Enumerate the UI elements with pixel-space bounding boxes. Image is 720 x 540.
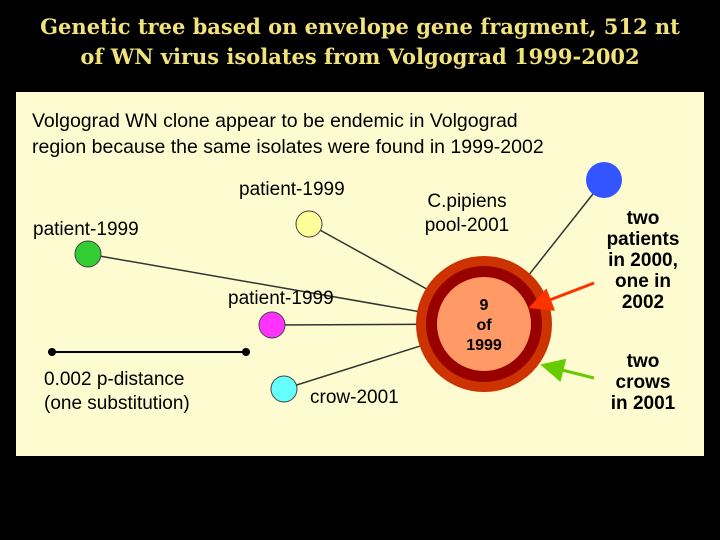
center-node-label-line-2: of — [476, 317, 492, 334]
node-magenta — [258, 311, 286, 339]
node-cyan — [270, 375, 298, 403]
note-crows-line-1: two — [626, 351, 660, 372]
note-patients-line-4: one in — [615, 271, 671, 292]
title-line-1: Genetic tree based on envelope gene frag… — [40, 14, 680, 39]
node-yellow — [295, 210, 323, 238]
scale-bar-end-right — [242, 348, 250, 356]
scale-bar-label: 0.002 p-distance (one substitution) — [44, 368, 190, 416]
note-patients-line-2: patients — [606, 229, 680, 250]
content-panel: Volgograd WN clone appear to be endemic … — [16, 92, 704, 456]
title-line-2: of WN virus isolates from Volgograd 1999… — [80, 44, 640, 69]
center-node-label-line-1: 9 — [479, 297, 489, 314]
note-patients-line-1: two — [626, 208, 660, 229]
intro-line-1: Volgograd WN clone appear to be endemic … — [32, 110, 518, 132]
arrow-green — [540, 358, 595, 383]
slide-title: Genetic tree based on envelope gene frag… — [0, 12, 720, 72]
node-green — [74, 240, 102, 268]
scale-bar-label-line-2: (one substitution) — [44, 393, 190, 414]
note-crows-line-2: crows — [615, 372, 671, 393]
center-node-label: 9 of 1999 — [444, 296, 524, 356]
scale-bar-end-left — [48, 348, 56, 356]
note-patients: two patients in 2000, one in 2002 — [588, 208, 698, 313]
note-patients-line-3: in 2000, — [608, 250, 678, 271]
note-crows: two crows in 2001 — [588, 351, 698, 414]
arrow-red — [528, 281, 595, 311]
node-blue — [586, 162, 622, 198]
label-patient-top: patient-1999 — [239, 179, 345, 200]
label-pipiens-line-2: pool-2001 — [424, 215, 510, 236]
intro-line-2: region because the same isolates were fo… — [32, 136, 544, 158]
center-node-label-line-3: 1999 — [466, 337, 502, 354]
note-crows-line-3: in 2001 — [610, 393, 676, 414]
label-pipiens-line-1: C.pipiens — [427, 191, 507, 212]
intro-text: Volgograd WN clone appear to be endemic … — [32, 108, 544, 160]
label-patient-mid: patient-1999 — [228, 288, 334, 309]
label-crow: crow-2001 — [310, 387, 399, 408]
center-node-core — [437, 277, 531, 371]
label-patient-left: patient-1999 — [33, 219, 139, 240]
label-pipiens: C.pipiens pool-2001 — [412, 190, 522, 238]
scale-bar-label-line-1: 0.002 p-distance — [44, 369, 185, 390]
note-patients-line-5: 2002 — [621, 292, 665, 313]
